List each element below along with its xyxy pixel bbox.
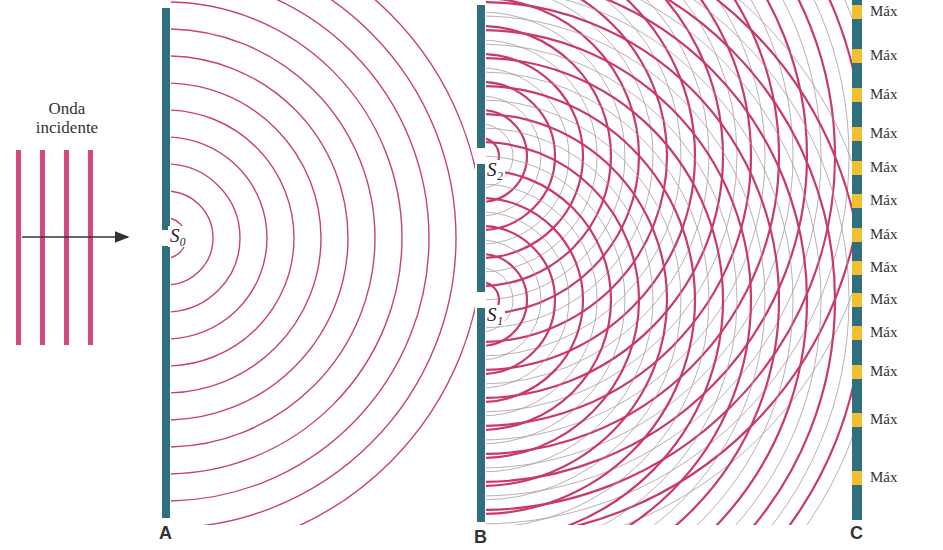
wavefront-arc: [486, 114, 667, 486]
incident-wave-label: Onda incidente: [22, 100, 112, 137]
wavefront-arc: [486, 100, 681, 500]
wavefront-arc: [171, 137, 267, 339]
wavefront-arc: [486, 30, 751, 525]
maximum-label: Máx: [870, 159, 898, 176]
wavefront-arc: [486, 0, 849, 525]
wavefront-arc: [171, 110, 294, 366]
bright-fringe: [852, 88, 862, 102]
wavefront-arc: [486, 110, 527, 202]
slit-label: S₁: [485, 305, 505, 326]
wavefront-arc: [486, 0, 852, 525]
wavefront-arc: [486, 0, 852, 525]
maximum-label: Máx: [870, 226, 898, 243]
maximum-label: Máx: [870, 3, 898, 20]
wavefront-arc: [486, 2, 779, 525]
bright-fringe: [852, 228, 862, 242]
wavefront-arc: [171, 0, 429, 501]
bright-fringe: [852, 326, 862, 340]
wavefront-arc: [171, 0, 456, 525]
barriers: [162, 0, 862, 522]
wavefront-arc: [486, 54, 583, 258]
wavefront-arc: [486, 72, 709, 525]
wavefront-arc: [486, 0, 852, 525]
maximum-label: Máx: [870, 363, 898, 380]
wavefront-arc: [486, 0, 667, 342]
wavefront-arc: [486, 0, 779, 454]
wavefront-arc: [486, 198, 583, 402]
maximum-label: Máx: [870, 259, 898, 276]
bright-fringe: [852, 365, 862, 379]
wavefront-arc: [486, 212, 569, 388]
bright-fringes: [852, 5, 862, 485]
bright-fringe: [852, 161, 862, 175]
bright-fringe: [852, 293, 862, 307]
bright-fringe: [852, 413, 862, 427]
maximum-label: Máx: [870, 291, 898, 308]
bright-fringe: [852, 5, 862, 19]
wavefront-arc: [486, 86, 695, 514]
maximum-label: Máx: [870, 125, 898, 142]
bright-fringe: [852, 127, 862, 141]
barrier-label: A: [159, 524, 172, 544]
wavefront-arc: [486, 254, 527, 346]
maximum-label: Máx: [870, 469, 898, 486]
maximum-label: Máx: [870, 86, 898, 103]
wavefront-arc: [486, 0, 751, 426]
wavefront-arc: [486, 58, 723, 525]
slit-label: S₂: [485, 160, 505, 181]
wavefront-arc: [486, 0, 793, 525]
wavefront-arc: [486, 68, 569, 244]
wavefront-arc: [486, 16, 765, 525]
maximum-label: Máx: [870, 47, 898, 64]
maximum-label: Máx: [870, 192, 898, 209]
wavefront-arc: [486, 0, 835, 510]
wavefront-arc: [486, 128, 653, 472]
wavefront-arc: [171, 56, 348, 420]
wavefront-arc: [486, 0, 835, 525]
wavefront-arc: [486, 0, 849, 524]
incident-wavefronts: [16, 150, 93, 345]
wavefront-arc: [486, 184, 597, 416]
wavefront-arc: [171, 191, 213, 285]
barrier-label: B: [474, 528, 487, 548]
bright-fringe: [852, 261, 862, 275]
wavefront-arc: [486, 226, 555, 374]
wavefront-arc: [486, 268, 513, 332]
maximum-label: Máx: [870, 411, 898, 428]
wavefront-arc: [171, 83, 321, 393]
wavefront-arc: [486, 0, 852, 525]
wavefront-arc: [171, 164, 240, 312]
wavefront-arc: [486, 142, 639, 458]
wavefront-arc: [486, 156, 625, 444]
wavefront-arc: [171, 0, 475, 525]
wavefront-arc: [486, 44, 737, 525]
bright-fringe: [852, 471, 862, 485]
wavefront-arc: [486, 0, 807, 525]
wavefront-arc: [171, 2, 402, 474]
wavefront-arc: [171, 29, 375, 447]
maximum-label: Máx: [870, 324, 898, 341]
bright-fringe: [852, 49, 862, 63]
wavefront-arc: [486, 0, 821, 525]
bright-fringe: [852, 194, 862, 208]
wavefront-arc: [486, 40, 597, 272]
propagation-arrow: [22, 236, 128, 238]
screen-label: C: [850, 524, 863, 544]
wavefront-arc: [486, 240, 541, 360]
slit-label: S₀: [168, 226, 188, 247]
